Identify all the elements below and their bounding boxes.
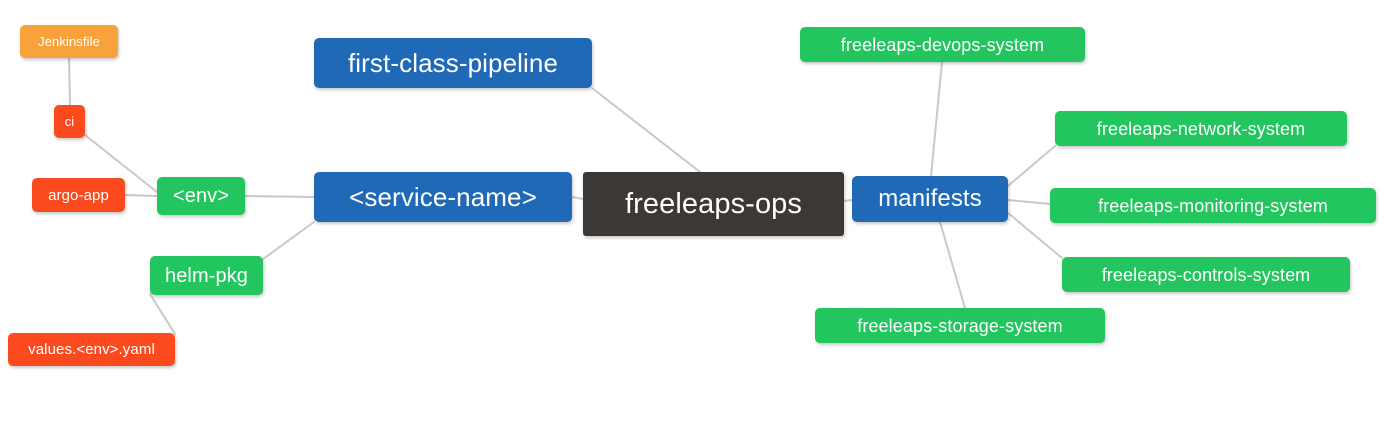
node-manifests[interactable]: manifests <box>852 176 1008 222</box>
node-freeleaps-ops[interactable]: freeleaps-ops <box>583 172 844 236</box>
node-label: values.<env>.yaml <box>28 341 155 358</box>
edge-jenkinsfile-to-ci <box>68 57 71 106</box>
edge-manifests-to-freeleaps-storage-system <box>939 221 966 309</box>
edge-service-name-to-helm-pkg <box>262 221 315 260</box>
node-label: freeleaps-controls-system <box>1101 264 1311 285</box>
node-first-class-pipeline[interactable]: first-class-pipeline <box>314 38 592 88</box>
edge-manifests-to-freeleaps-network-system <box>1007 145 1056 187</box>
node-freeleaps-devops-system[interactable]: freeleaps-devops-system <box>800 27 1085 62</box>
edge-manifests-to-freeleaps-devops-system <box>930 61 943 177</box>
node-label: ci <box>64 114 75 129</box>
node-label: <env> <box>172 185 230 207</box>
node-env[interactable]: <env> <box>157 177 245 215</box>
edge-env-to-service-name <box>244 195 315 198</box>
edge-service-name-to-freeleaps-ops <box>571 196 584 200</box>
node-label: freeleaps-storage-system <box>857 315 1063 336</box>
node-label: freeleaps-monitoring-system <box>1098 195 1328 216</box>
node-jenkinsfile[interactable]: Jenkinsfile <box>20 25 118 58</box>
node-label: <service-name> <box>349 182 537 212</box>
node-freeleaps-monitoring-system[interactable]: freeleaps-monitoring-system <box>1050 188 1376 223</box>
node-label: helm-pkg <box>164 264 249 287</box>
node-label: Jenkinsfile <box>38 34 100 49</box>
node-service-name[interactable]: <service-name> <box>314 172 572 222</box>
node-helm-pkg[interactable]: helm-pkg <box>150 256 263 295</box>
edge-manifests-to-freeleaps-monitoring-system <box>1007 199 1051 205</box>
edge-helm-pkg-to-values-yaml <box>149 293 176 335</box>
node-ci[interactable]: ci <box>54 105 85 138</box>
node-freeleaps-network-system[interactable]: freeleaps-network-system <box>1055 111 1347 146</box>
node-label: freeleaps-devops-system <box>840 34 1045 55</box>
edge-first-class-pipeline-to-freeleaps-ops <box>591 87 701 173</box>
node-freeleaps-storage-system[interactable]: freeleaps-storage-system <box>815 308 1105 343</box>
node-label: first-class-pipeline <box>347 48 559 78</box>
node-label: argo-app <box>48 186 109 204</box>
node-freeleaps-controls-system[interactable]: freeleaps-controls-system <box>1062 257 1350 292</box>
node-label: freeleaps-ops <box>624 187 802 220</box>
node-values-yaml[interactable]: values.<env>.yaml <box>8 333 175 366</box>
edge-argo-app-to-env <box>124 194 158 197</box>
node-label: freeleaps-network-system <box>1096 118 1306 139</box>
node-label: manifests <box>878 185 982 212</box>
node-argo-app[interactable]: argo-app <box>32 178 125 212</box>
edge-freeleaps-ops-to-manifests <box>843 199 853 202</box>
